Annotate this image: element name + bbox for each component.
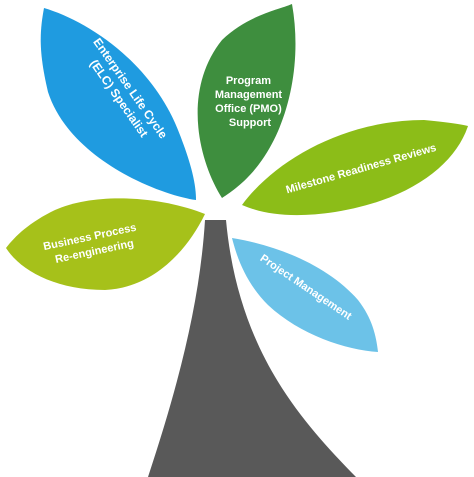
tree-trunk [148,220,356,477]
leaf-milestone [242,120,468,216]
leaf-pmo-label-line1: Program [226,75,271,87]
leaf-elc [40,8,196,200]
svg-text:Program Management: Program Management Office (PMO) Support [215,75,285,129]
leaf-pmo-label-line2: Management [215,89,283,101]
leaf-bpr [6,198,205,290]
leaf-pmo-label-line3: Office (PMO) [215,103,282,115]
leaf-pmo [197,4,296,198]
leaf-pm [232,238,378,352]
leaf-pmo-label-line4: Support [229,117,271,129]
